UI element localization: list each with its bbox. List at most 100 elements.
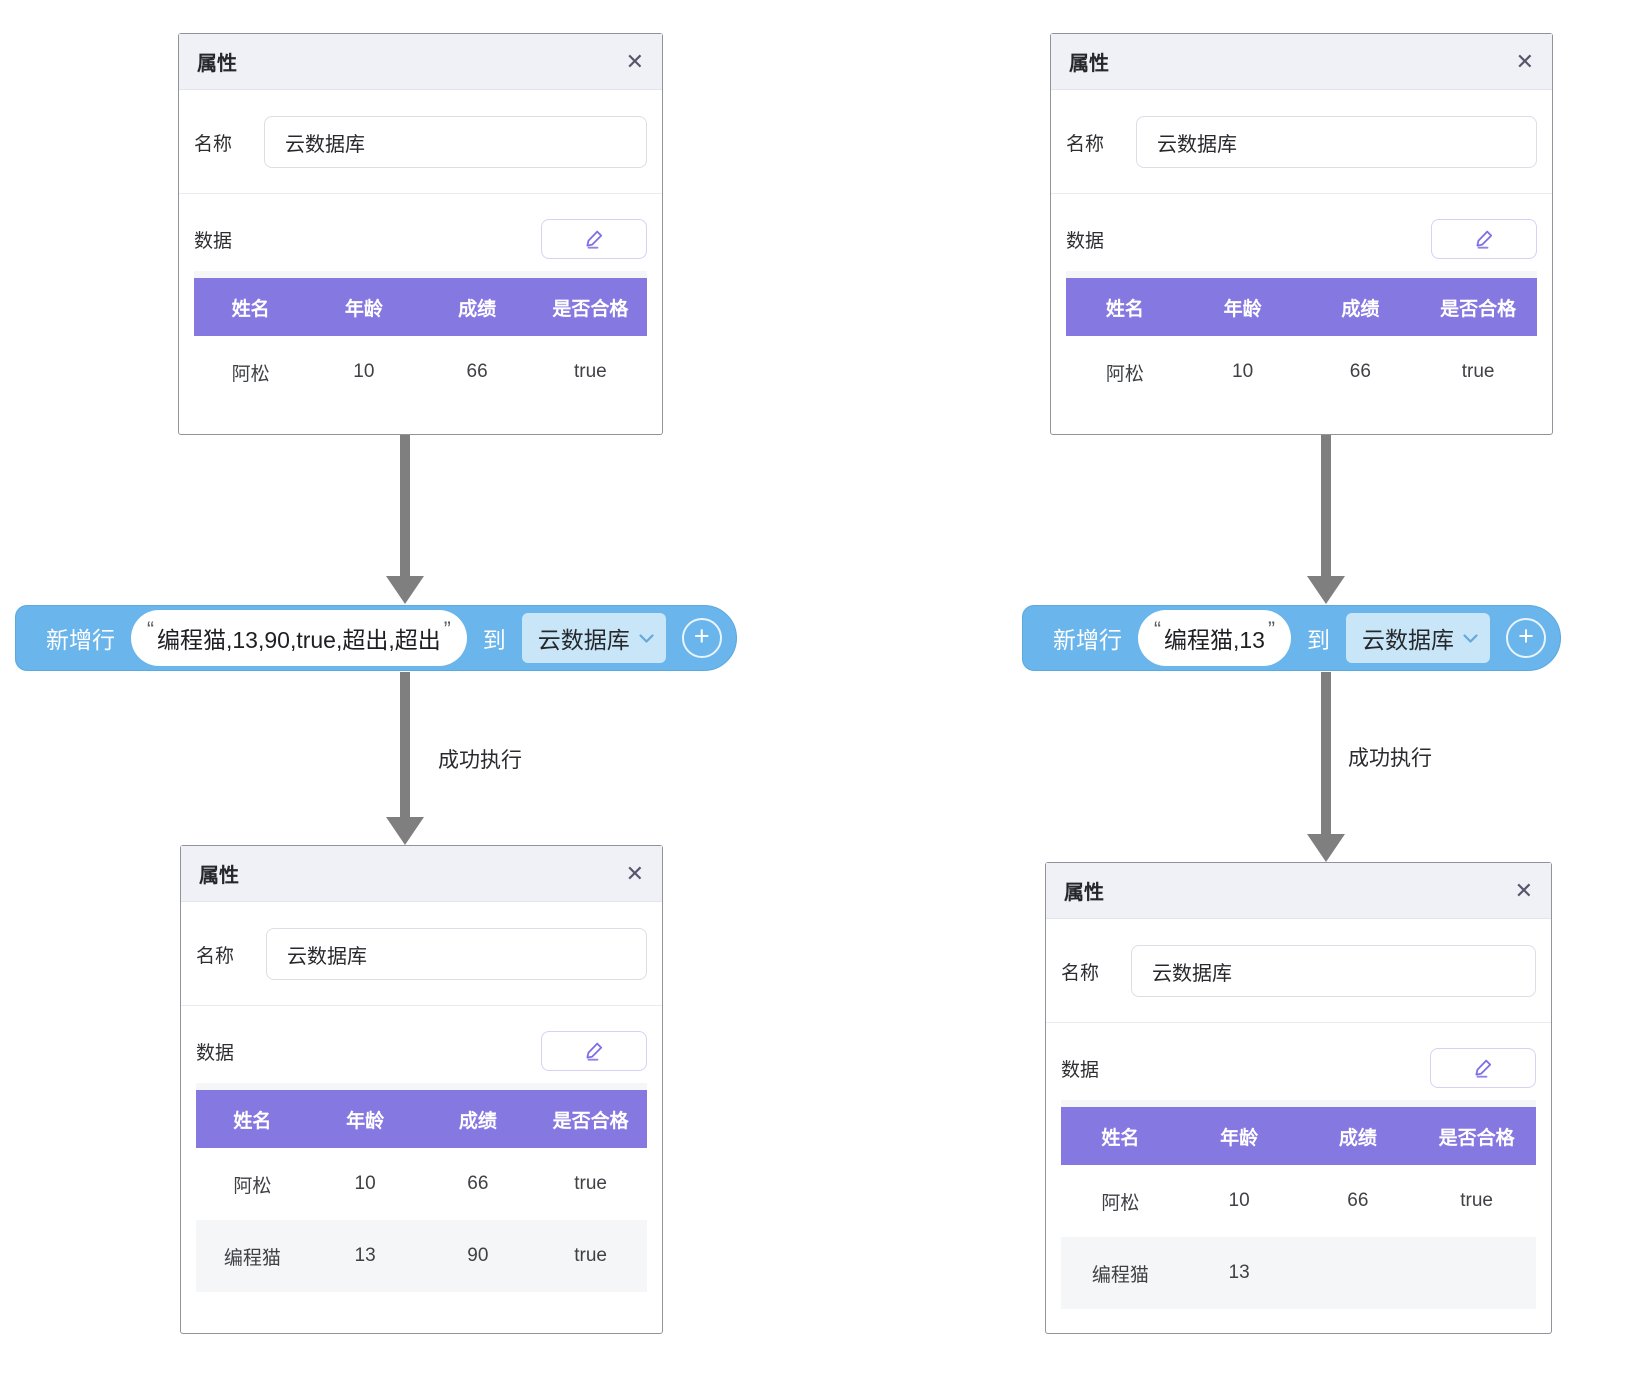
divider [1046,1022,1551,1023]
target-dropdown[interactable]: 云数据库 [521,613,666,663]
pill-value: 编程猫,13,90,true,超出,超出 [157,627,441,653]
target-value: 云数据库 [1361,627,1454,653]
edit-data-button[interactable] [1431,219,1537,259]
value-input-pill[interactable]: “编程猫,13” [1138,610,1291,666]
panel-title: 属性 [1064,882,1104,904]
pill-value: 编程猫,13 [1164,627,1265,653]
close-icon[interactable]: ✕ [625,48,644,74]
column-header: 姓名 [1105,298,1144,320]
close-quote: ” [1267,618,1275,641]
panel-header: 属性 ✕ [179,34,662,90]
divider [179,193,662,194]
column-header: 姓名 [231,298,270,320]
flow-arrow-down [1307,435,1345,604]
block-to-label: 到 [1306,627,1330,653]
panel-header: 属性 ✕ [1046,863,1551,919]
panel-title: 属性 [199,865,239,887]
target-dropdown[interactable]: 云数据库 [1345,613,1490,663]
column-header: 成绩 [1341,298,1380,320]
table-cell: true [574,1173,607,1194]
close-icon[interactable]: ✕ [1515,48,1534,74]
data-label: 数据 [194,230,233,252]
data-label: 数据 [1061,1059,1100,1081]
data-label: 数据 [1066,230,1105,252]
name-input[interactable]: 云数据库 [1136,116,1537,168]
column-header: 姓名 [1101,1127,1140,1149]
pencil-icon [1476,230,1493,249]
edit-data-button[interactable] [541,1031,647,1071]
table-cell: 10 [1228,1190,1250,1211]
table-cell: 10 [353,361,375,382]
table-cell: 66 [466,361,488,382]
column-header: 是否合格 [1440,298,1517,320]
panel-body: 名称 云数据库 数据 姓名 年龄 成绩 是否合格 [179,116,662,408]
table-cell: 13 [354,1245,376,1266]
edit-data-button[interactable] [1430,1048,1536,1088]
table-cell: 66 [467,1173,489,1194]
table-row: 编程猫 13 [1061,1237,1536,1309]
block-action-label: 新增行 [46,627,115,653]
column-header: 年龄 [1220,1127,1259,1149]
name-label: 名称 [1066,133,1105,155]
panel-body: 名称 云数据库 数据 姓名 年龄 成绩 是否合格 [181,928,662,1292]
pencil-icon [1475,1059,1492,1078]
chevron-down-icon [639,633,654,643]
table-header-row: 姓名 年龄 成绩 是否合格 [1066,278,1537,336]
success-label: 成功执行 [1348,747,1432,770]
pencil-icon [586,230,603,249]
column-header: 成绩 [458,1110,497,1132]
properties-panel-bottom-left: 属性 ✕ 名称 云数据库 数据 姓名 年龄 [180,845,663,1334]
table-cell: true [574,1245,607,1266]
name-input[interactable]: 云数据库 [264,116,647,168]
edit-data-button[interactable] [541,219,647,259]
pencil-icon [586,1042,603,1061]
close-icon[interactable]: ✕ [625,860,644,886]
panel-header: 属性 ✕ [1051,34,1552,90]
table-cell: 编程猫 [1091,1264,1149,1286]
table-cell: 13 [1228,1262,1250,1283]
add-row-block-left[interactable]: 新增行 “编程猫,13,90,true,超出,超出” 到 云数据库 + [15,605,737,671]
table-cell: 10 [354,1173,376,1194]
panel-body: 名称 云数据库 数据 姓名 年龄 成绩 是否合格 [1046,945,1551,1309]
value-input-pill[interactable]: “编程猫,13,90,true,超出,超出” [131,610,467,666]
divider [181,1005,662,1006]
table-cell: true [1461,361,1495,382]
data-label: 数据 [196,1042,235,1064]
open-quote: “ [1154,618,1161,641]
column-header: 年龄 [1223,298,1262,320]
block-to-label: 到 [482,627,506,653]
open-quote: “ [147,618,154,641]
name-input[interactable]: 云数据库 [1131,945,1536,997]
properties-panel-bottom-right: 属性 ✕ 名称 云数据库 数据 姓名 年龄 [1045,862,1552,1334]
flow-arrow-down [386,435,424,604]
name-label: 名称 [1061,962,1100,984]
close-icon[interactable]: ✕ [1514,877,1533,903]
plus-icon[interactable]: + [1505,618,1546,658]
column-header: 年龄 [344,298,383,320]
add-row-block-right[interactable]: 新增行 “编程猫,13” 到 云数据库 + [1022,605,1561,671]
table-cell: 10 [1232,361,1254,382]
table-cell: 66 [1347,1190,1369,1211]
chevron-down-icon [1463,633,1478,643]
name-input[interactable]: 云数据库 [266,928,647,980]
table-header-row: 姓名 年龄 成绩 是否合格 [1061,1107,1536,1165]
block-action-label: 新增行 [1053,627,1122,653]
plus-icon[interactable]: + [681,618,722,658]
column-header: 成绩 [1338,1127,1377,1149]
flow-arrow-down [1307,672,1345,862]
column-header: 姓名 [233,1110,272,1132]
name-label: 名称 [194,133,233,155]
table-cell: 66 [1349,361,1371,382]
table-cell: 阿松 [233,1175,272,1197]
table-cell: 90 [467,1245,489,1266]
table-header-row: 姓名 年龄 成绩 是否合格 [194,278,647,336]
